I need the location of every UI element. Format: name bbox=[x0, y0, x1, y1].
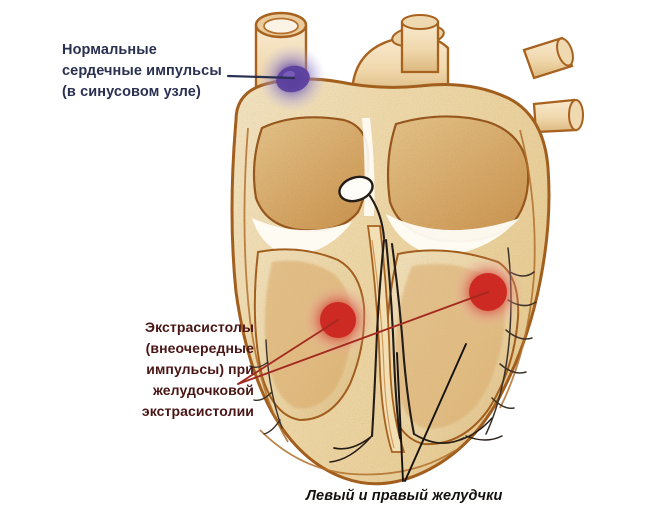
label-sinus-line-1: Нормальные bbox=[62, 42, 157, 58]
label-extra-line-4: желудочковой bbox=[152, 382, 254, 398]
leader-line-ectopic-left bbox=[237, 319, 339, 385]
label-extrasystoles: Экстрасистолы (внеочередные импульсы) пр… bbox=[104, 317, 254, 422]
label-sinus-line-3: (в синусовом узле) bbox=[62, 84, 201, 100]
label-extra-line-2: (внеочередные bbox=[145, 340, 254, 356]
av-node-icon bbox=[338, 175, 374, 203]
leader-line-ventricle-left bbox=[396, 352, 404, 482]
label-extra-line-3: импульсы) при bbox=[146, 361, 254, 377]
conduction-system bbox=[329, 175, 503, 463]
leader-line-sinus bbox=[226, 74, 296, 80]
label-extra-line-1: Экстрасистолы bbox=[145, 319, 254, 335]
leader-line-ventricle-right bbox=[404, 343, 467, 482]
endocardium-lines bbox=[243, 127, 536, 476]
label-sinus-line-2: сердечные импульсы bbox=[62, 63, 222, 79]
label-sinus-impulses: Нормальные сердечные импульсы (в синусов… bbox=[62, 40, 222, 103]
purkinje-fibers-left bbox=[249, 339, 283, 435]
leader-lines bbox=[226, 74, 489, 482]
label-extra-line-5: экстрасистолии bbox=[141, 403, 254, 419]
label-ventricles: Левый и правый желудчки bbox=[306, 488, 503, 504]
leader-line-ectopic-right bbox=[237, 291, 489, 385]
